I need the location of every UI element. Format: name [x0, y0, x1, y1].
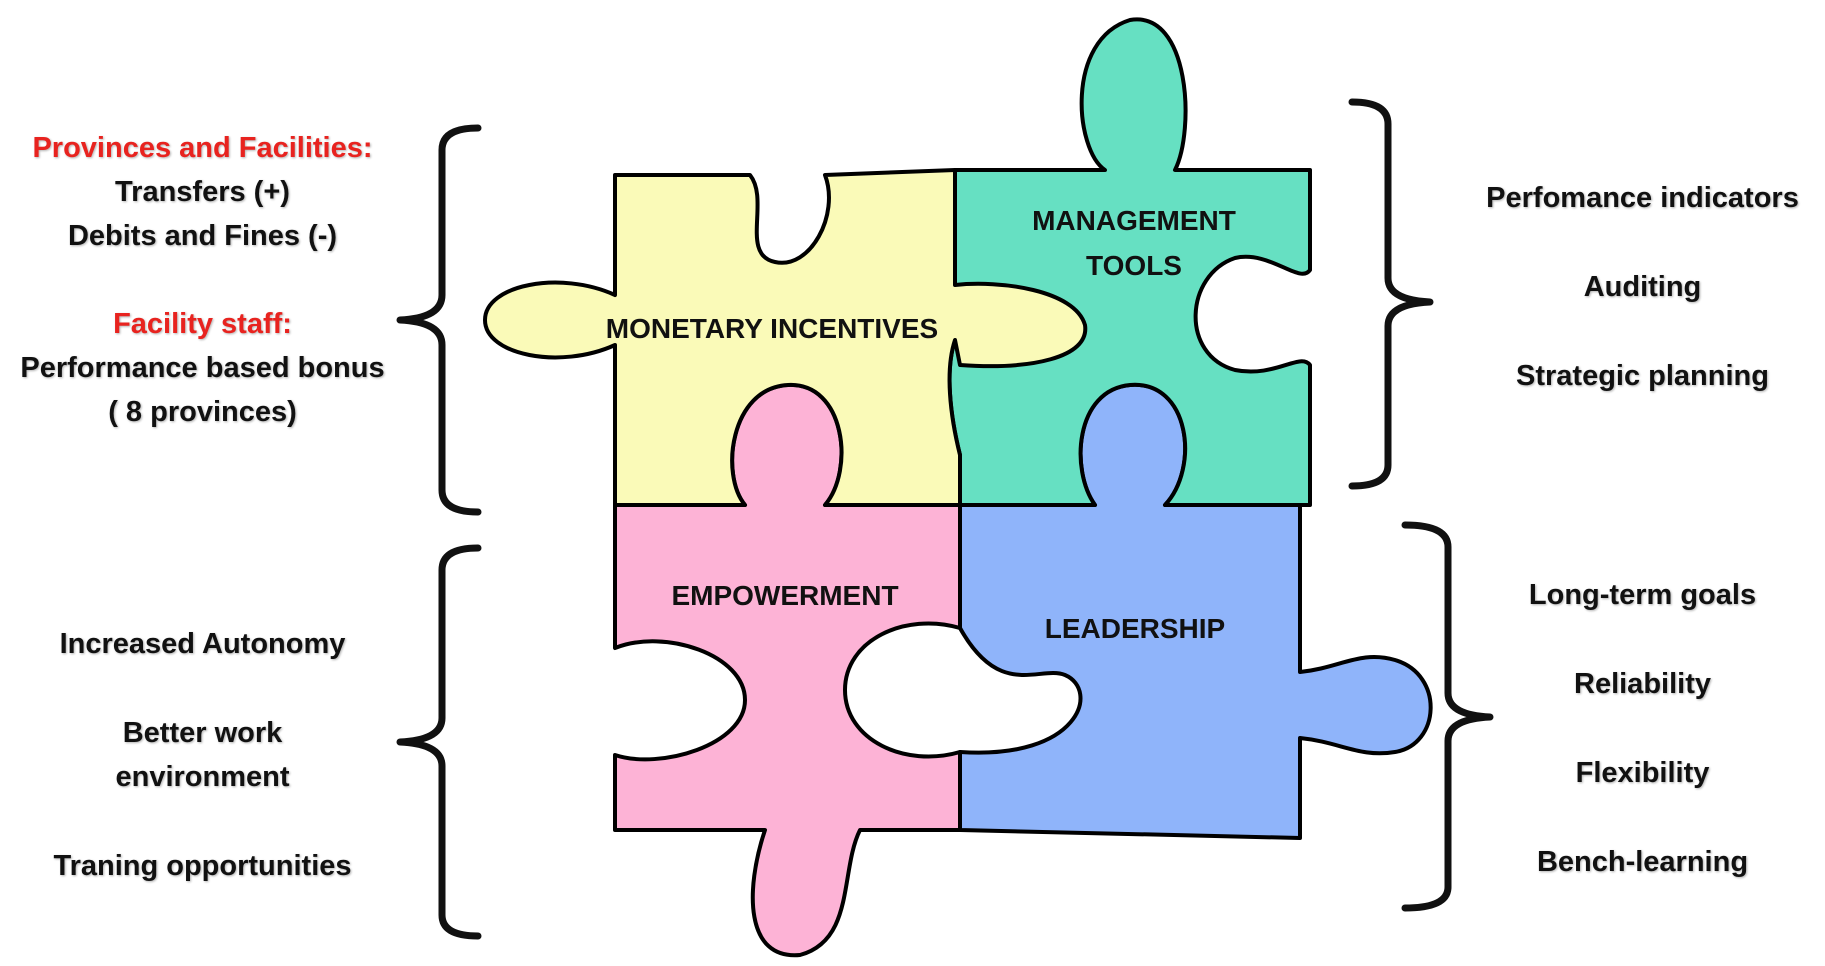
item-auditing: Auditing	[1583, 271, 1702, 303]
item-strategic-planning: Strategic planning	[1516, 360, 1769, 392]
item-8-provinces: ( 8 provinces)	[108, 396, 297, 428]
label-management-line1: MANAGEMENT	[1032, 205, 1236, 236]
label-leadership: LEADERSHIP	[1045, 613, 1225, 644]
bracket-left-bottom	[396, 544, 482, 940]
right-bottom-block: Long-term goals Reliability Flexibility …	[1460, 551, 1825, 907]
item-better-work-line2: environment	[115, 761, 290, 793]
item-performance-bonus: Performance based bonus	[20, 352, 385, 384]
left-bottom-block: Increased Autonomy Better work environme…	[0, 622, 405, 888]
item-transfers: Transfers (+)	[115, 176, 290, 208]
piece-management	[947, 17, 1312, 507]
item-debits-fines: Debits and Fines (-)	[67, 220, 338, 252]
item-performance-indicators: Perfomance indicators	[1486, 182, 1799, 214]
bracket-left-top	[396, 124, 482, 516]
heading-facility-staff: Facility staff:	[113, 308, 292, 340]
piece-monetary	[483, 168, 1088, 507]
item-long-term-goals: Long-term goals	[1528, 579, 1757, 611]
item-flexibility: Flexibility	[1575, 757, 1710, 789]
label-monetary-incentives: MONETARY INCENTIVES	[606, 313, 938, 344]
label-empowerment: EMPOWERMENT	[671, 580, 898, 611]
item-bench-learning: Bench-learning	[1536, 846, 1749, 878]
label-management-line2: TOOLS	[1086, 250, 1182, 281]
right-top-block: Perfomance indicators Auditing Strategic…	[1460, 154, 1825, 421]
heading-provinces-facilities: Provinces and Facilities:	[32, 132, 373, 164]
bracket-right-top	[1348, 98, 1434, 490]
item-reliability: Reliability	[1574, 668, 1711, 700]
item-better-work-line1: Better work	[122, 717, 283, 749]
bracket-right-bottom	[1401, 521, 1494, 912]
item-increased-autonomy: Increased Autonomy	[59, 628, 346, 660]
item-training-opportunities: Traning opportunities	[53, 850, 352, 882]
left-top-block: Provinces and Facilities: Transfers (+) …	[0, 126, 405, 434]
